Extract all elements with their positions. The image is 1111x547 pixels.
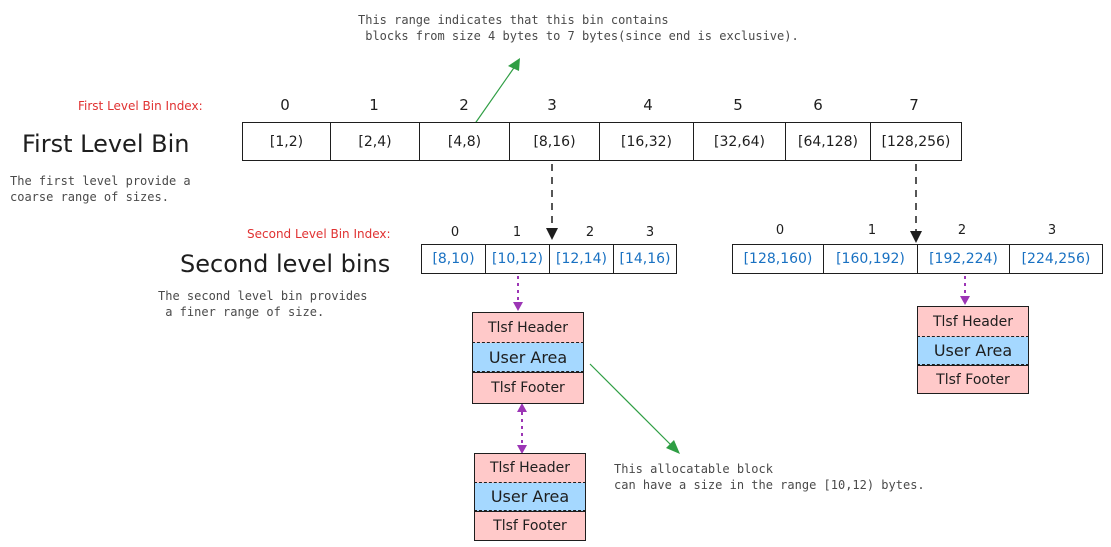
bin-cell: [16,32) — [600, 123, 694, 160]
second-level-bins-title: Second level bins — [180, 250, 391, 278]
user-area: User Area — [917, 337, 1029, 365]
tlsf-header: Tlsf Header — [472, 312, 584, 343]
bin-index: 0 — [450, 225, 460, 240]
bin-7-arrow-head — [910, 231, 922, 243]
tlsf-footer: Tlsf Footer — [917, 365, 1029, 394]
bin-cell: [2,4) — [331, 123, 420, 160]
bin-cell: [64,128) — [786, 123, 871, 160]
bin-cell: [10,12) — [486, 245, 550, 273]
first-level-note: The first level provide a coarse range o… — [10, 174, 191, 204]
tlsf-block-2: Tlsf Header User Area Tlsf Footer — [474, 453, 586, 541]
bin-index: 4 — [643, 96, 653, 114]
second-bin-1-arrow-head — [513, 302, 523, 311]
bin-index: 0 — [775, 223, 785, 238]
tlsf-block-1: Tlsf Header User Area Tlsf Footer — [472, 312, 584, 404]
bin-index: 2 — [957, 223, 967, 238]
bin-index: 3 — [645, 225, 655, 240]
bin-index: 5 — [733, 96, 743, 114]
bin-cell: [8,16) — [510, 123, 600, 160]
tlsf-header: Tlsf Header — [474, 453, 586, 483]
tlsf-block-3: Tlsf Header User Area Tlsf Footer — [917, 306, 1029, 394]
second-level-bin-row-left: [8,10)[10,12)[12,14) [14,16) — [421, 244, 677, 274]
bin-cell: [12,14) — [550, 245, 614, 273]
first-level-index-label: First Level Bin Index: — [78, 99, 203, 113]
range-note-arrow — [473, 61, 519, 126]
second-level-index-label: Second Level Bin Index: — [247, 227, 391, 241]
bin-cell: [128,256) — [881, 133, 951, 150]
bin-index: 3 — [547, 96, 557, 114]
bin-index: 1 — [369, 96, 379, 114]
tlsf-header: Tlsf Header — [917, 306, 1029, 337]
bin-cell: [8,10) — [422, 245, 486, 273]
bin-index: 6 — [813, 96, 823, 114]
right-bin-2-arrow-head — [960, 296, 970, 305]
second-level-note: The second level bin provides a finer ra… — [158, 289, 368, 319]
bin-cell: [14,16) — [619, 251, 671, 267]
bin-cell: [192,224) — [918, 245, 1010, 273]
bin-index: 0 — [280, 96, 290, 114]
bin-index: 2 — [459, 96, 469, 114]
bin-cell: [160,192) — [824, 245, 918, 273]
bin-index: 7 — [909, 96, 919, 114]
bin-cell: [1,2) — [243, 123, 331, 160]
block-note: This allocatable block can have a size i… — [614, 462, 925, 492]
user-area: User Area — [472, 343, 584, 372]
tlsf-footer: Tlsf Footer — [474, 511, 586, 541]
block-note-arrow-head — [666, 440, 680, 454]
bin-index: 1 — [512, 225, 522, 240]
bin-index: 3 — [1047, 223, 1057, 238]
first-level-bin-row: [1,2)[2,4)[4,8)[8,16)[16,32)[32,64)[64,1… — [242, 122, 962, 161]
bin-index: 1 — [867, 223, 877, 238]
range-note: This range indicates that this bin conta… — [358, 13, 799, 43]
bin-cell: [32,64) — [694, 123, 786, 160]
first-level-bin-title: First Level Bin — [22, 130, 190, 158]
block-link-arrow-head-up — [517, 403, 527, 412]
tlsf-footer: Tlsf Footer — [472, 372, 584, 404]
bin-cell: [224,256) — [1021, 251, 1091, 267]
bin-cell: [128,160) — [733, 245, 824, 273]
user-area: User Area — [474, 483, 586, 511]
second-level-bin-row-right: [128,160)[160,192)[192,224) [224,256) — [732, 244, 1103, 274]
bin-3-arrow-head — [546, 228, 558, 240]
bin-index: 2 — [585, 225, 595, 240]
block-note-arrow — [589, 363, 677, 451]
bin-cell: [4,8) — [420, 123, 510, 160]
range-note-arrow-head — [508, 58, 520, 71]
